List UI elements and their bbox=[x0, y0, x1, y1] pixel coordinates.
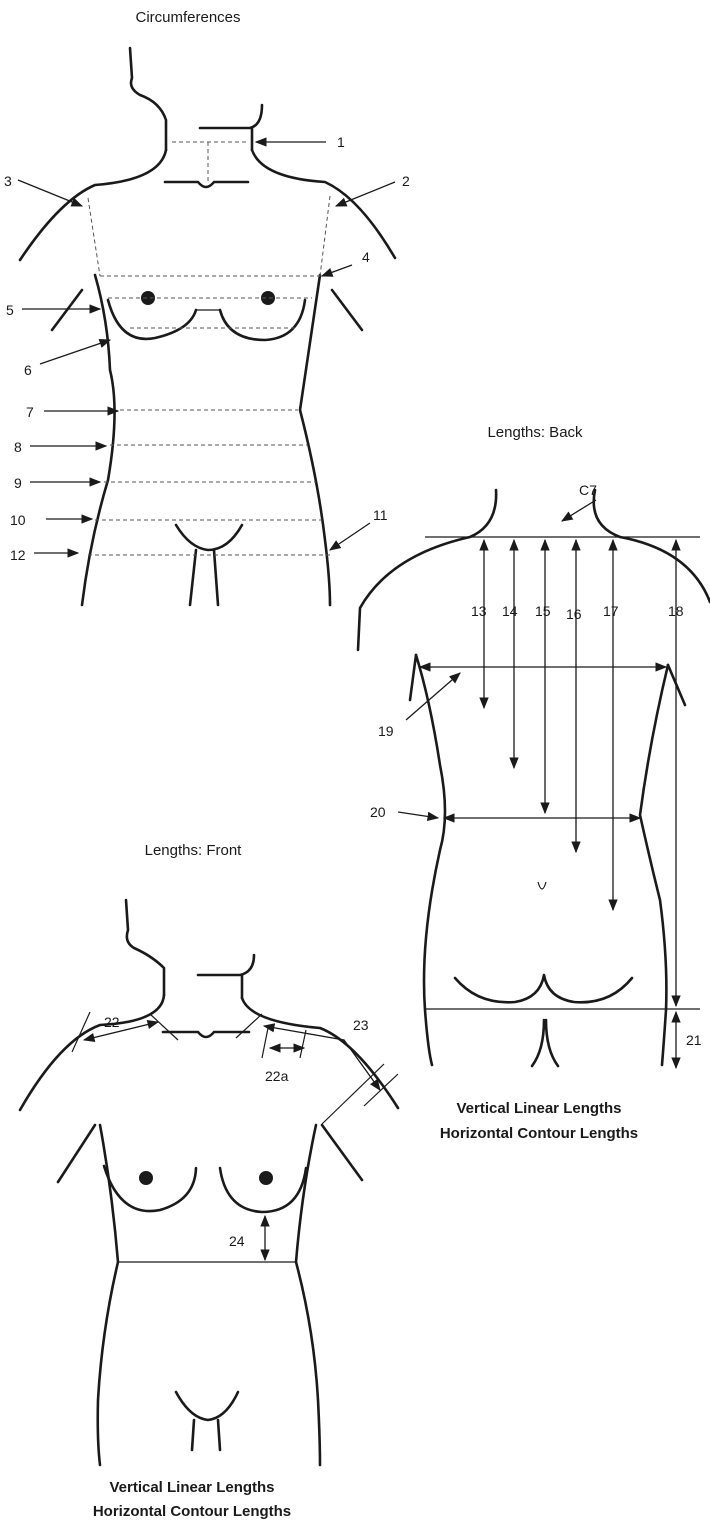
label-24: 24 bbox=[229, 1233, 245, 1249]
label-9: 9 bbox=[14, 475, 22, 491]
label-20: 20 bbox=[370, 804, 386, 820]
back-caption-line1: Vertical Linear Lengths bbox=[456, 1100, 621, 1117]
label-1: 1 bbox=[337, 134, 345, 150]
back-caption-line2: Horizontal Contour Lengths bbox=[440, 1125, 638, 1142]
lengths-back-figure: Lengths: Back C7 13 bbox=[358, 424, 710, 1142]
circumferences-title: Circumferences bbox=[135, 9, 240, 26]
label-7: 7 bbox=[26, 404, 34, 420]
lengths-front-figure: Lengths: Front bbox=[20, 842, 398, 1520]
label-10: 10 bbox=[10, 512, 26, 528]
label-11: 11 bbox=[373, 507, 388, 523]
label-4: 4 bbox=[362, 249, 370, 265]
label-23: 23 bbox=[353, 1017, 369, 1033]
label-3: 3 bbox=[4, 173, 12, 189]
circumferences-figure: Circumferences bbox=[4, 9, 410, 605]
label-22: 22 bbox=[104, 1014, 120, 1030]
label-15: 15 bbox=[535, 603, 551, 619]
label-21: 21 bbox=[686, 1032, 702, 1048]
label-13: 13 bbox=[471, 603, 487, 619]
label-12: 12 bbox=[10, 547, 26, 563]
label-19: 19 bbox=[378, 723, 394, 739]
front-caption-line2: Horizontal Contour Lengths bbox=[93, 1503, 291, 1520]
label-22a: 22a bbox=[265, 1068, 289, 1084]
label-8: 8 bbox=[14, 439, 22, 455]
label-17: 17 bbox=[603, 603, 619, 619]
label-18: 18 bbox=[668, 603, 684, 619]
front-caption-line1: Vertical Linear Lengths bbox=[109, 1479, 274, 1496]
label-2: 2 bbox=[402, 173, 410, 189]
front-title: Lengths: Front bbox=[145, 842, 243, 859]
label-14: 14 bbox=[502, 603, 518, 619]
back-title: Lengths: Back bbox=[487, 424, 583, 441]
label-5: 5 bbox=[6, 302, 14, 318]
label-6: 6 bbox=[24, 362, 32, 378]
label-16: 16 bbox=[566, 606, 582, 622]
label-c7: C7 bbox=[579, 482, 597, 498]
